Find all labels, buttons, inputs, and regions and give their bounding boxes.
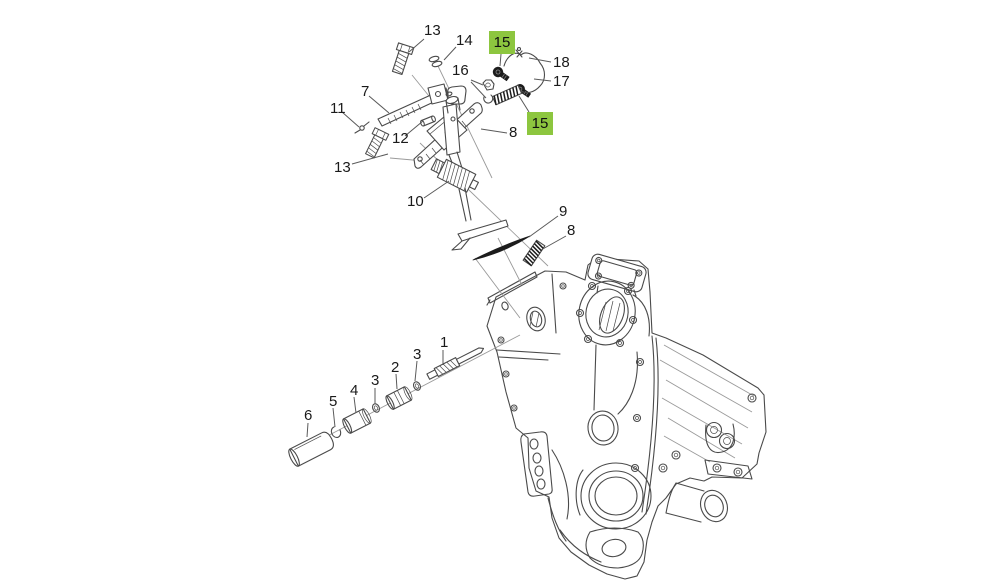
callout-12: 12 — [392, 130, 409, 147]
governor-spring — [491, 84, 523, 106]
nut-16 — [482, 79, 495, 104]
callout-4: 4 — [350, 382, 359, 399]
callout-15-bottom[interactable]: 15 — [527, 112, 553, 135]
crank-seal-bore — [575, 462, 652, 530]
ring-5 — [330, 426, 342, 438]
pin-12 — [420, 115, 436, 127]
callout-11: 11 — [330, 100, 346, 117]
lever-assembly-8 — [413, 91, 483, 171]
callout-8-lever: 8 — [509, 124, 518, 141]
callout-1: 1 — [440, 334, 449, 351]
pin-18 — [515, 46, 523, 58]
shaft-1 — [426, 347, 485, 380]
callout-7: 7 — [361, 83, 370, 100]
cylinder-6 — [288, 431, 334, 467]
bolt-13-bottom — [365, 127, 390, 159]
shaft-assembly — [288, 347, 485, 467]
outlet-pipe — [665, 482, 729, 523]
rod-9 — [472, 235, 531, 261]
ring-3-left — [372, 403, 380, 413]
callout-16: 16 — [452, 62, 469, 79]
callout-14: 14 — [456, 32, 473, 49]
engine-housing — [486, 253, 767, 580]
callout-5: 5 — [329, 393, 338, 410]
manifold-flange — [587, 253, 647, 293]
callout-10: 10 — [407, 193, 424, 210]
callout-18: 18 — [553, 54, 570, 71]
bolt-13-top — [391, 42, 415, 76]
screw-15-top — [492, 66, 510, 82]
callout-13-bottom: 13 — [334, 159, 351, 176]
callout-8-spring: 8 — [567, 222, 576, 239]
wire-lever-17 — [503, 52, 546, 94]
gear-10 — [430, 158, 479, 193]
spring-8 — [522, 239, 546, 267]
governor-parts — [354, 42, 546, 267]
washer-14 — [428, 55, 443, 68]
callout-3-right: 3 — [413, 346, 422, 363]
governor-fork — [451, 187, 509, 251]
bushing-4 — [342, 408, 372, 434]
callout-13-top: 13 — [424, 22, 441, 39]
callout-15-top[interactable]: 15 — [489, 31, 515, 54]
bushing-2 — [385, 386, 413, 410]
callout-17: 17 — [553, 73, 570, 90]
callout-9: 9 — [559, 203, 568, 220]
callout-2: 2 — [391, 359, 400, 376]
ring-3-right — [413, 381, 421, 391]
callout-6: 6 — [304, 407, 313, 424]
leader-lines — [306, 38, 567, 438]
pin-11 — [354, 121, 370, 134]
water-pump-flange — [575, 280, 638, 348]
callout-3-left: 3 — [371, 372, 380, 389]
